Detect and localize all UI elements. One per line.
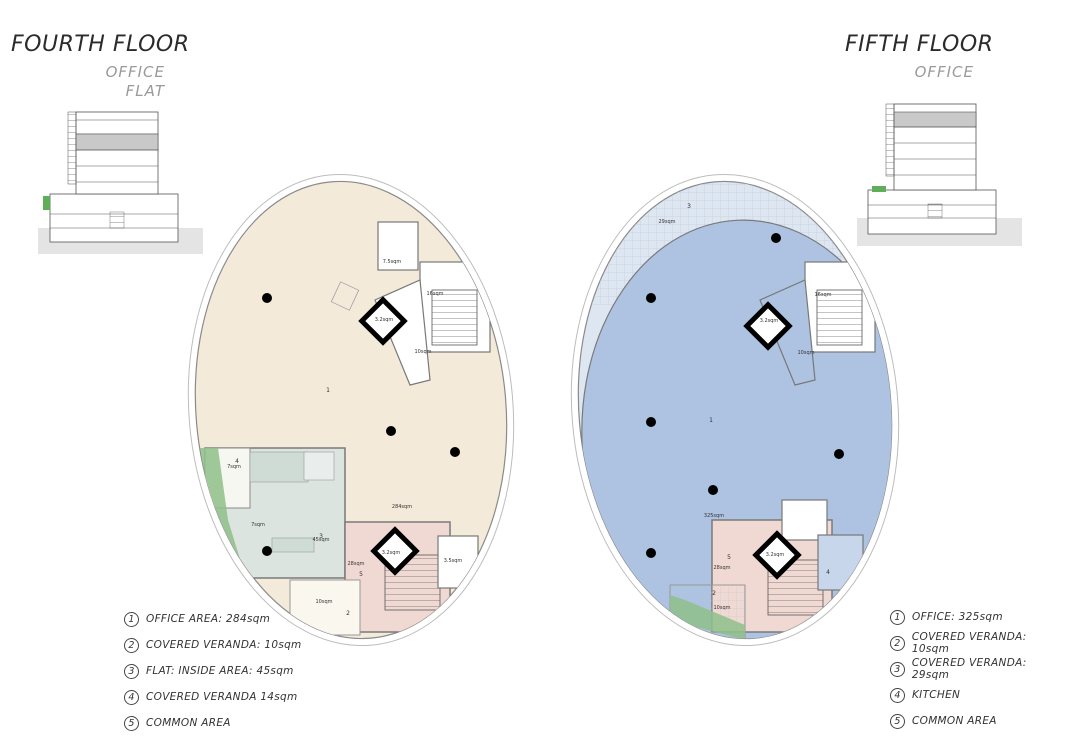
svg-text:7.5sqm: 7.5sqm [383,259,402,265]
svg-text:4: 4 [826,569,830,576]
legend-item: 2 COVERED VERANDA: 10sqm [890,630,1066,656]
svg-text:3.2sqm: 3.2sqm [375,317,394,323]
legend-number: 1 [890,609,905,625]
legend-number: 1 [124,611,139,627]
svg-text:3: 3 [319,533,323,540]
legend-item: 2 COVERED VERANDA: 10sqm [124,632,302,658]
svg-text:10sqm: 10sqm [713,605,730,611]
legend-number: 2 [890,635,905,651]
legend-number: 5 [890,713,905,729]
svg-text:284sqm: 284sqm [392,504,412,510]
legend-number: 3 [124,663,139,679]
svg-text:7sqm: 7sqm [227,464,241,470]
fourth-floor-legend: 1 OFFICE AREA: 284sqm 2 COVERED VERANDA: 1… [124,606,302,736]
legend-text: COMMON AREA [912,715,997,727]
svg-text:10sqm: 10sqm [797,350,814,356]
svg-text:2: 2 [712,590,716,597]
svg-text:7sqm: 7sqm [251,522,265,528]
svg-text:3.2sqm: 3.2sqm [382,550,401,556]
svg-text:1: 1 [709,417,713,424]
fifth-floor-subtitle-office: OFFICE [914,63,974,81]
legend-text: OFFICE AREA: 284sqm [146,613,271,625]
legend-number: 4 [124,689,139,705]
legend-text: FLAT: INSIDE AREA: 45sqm [146,665,294,677]
svg-text:29sqm: 29sqm [658,219,675,225]
fourth-floor-plan: 7.5sqm 3.2sqm 16sqm 10sqm 1 284sqm 7sqm … [187,173,515,647]
legend-text: COVERED VERANDA: 10sqm [146,639,302,651]
legend-number: 4 [890,687,905,703]
svg-text:4: 4 [235,458,239,465]
svg-text:45sqm: 45sqm [312,537,329,543]
svg-text:2: 2 [346,610,350,617]
svg-text:325sqm: 325sqm [704,513,724,519]
fifth-floor-title: FIFTH FLOOR [845,32,994,57]
fourth-floor-subtitle-office: OFFICE [105,63,165,81]
legend-item: 4 COVERED VERANDA 14sqm [124,684,302,710]
svg-text:5: 5 [727,554,731,561]
fourth-floor-subtitle-flat: FLAT [125,82,165,100]
fifth-floor-section-thumbnail [857,103,1022,246]
svg-text:5: 5 [359,571,363,578]
legend-number: 2 [124,637,139,653]
legend-item: 4 KITCHEN [890,682,1066,708]
legend-item: 3 FLAT: INSIDE AREA: 45sqm [124,658,302,684]
legend-item: 1 OFFICE AREA: 284sqm [124,606,302,632]
svg-text:10sqm: 10sqm [414,349,431,355]
fourth-floor-title: FOURTH FLOOR [11,32,190,57]
svg-text:3.2sqm: 3.2sqm [760,318,779,324]
legend-text: KITCHEN [912,689,961,701]
svg-text:16sqm: 16sqm [814,292,831,298]
legend-item: 1 OFFICE: 325sqm [890,604,1066,630]
svg-text:3.5sqm: 3.5sqm [444,558,463,564]
legend-text: OFFICE: 325sqm [912,611,1003,623]
svg-text:3: 3 [687,203,691,210]
legend-item: 3 COVERED VERANDA: 29sqm [890,656,1066,682]
legend-text: COVERED VERANDA: 29sqm [911,657,1027,681]
legend-item: 5 COMMON AREA [890,708,1066,734]
svg-text:1: 1 [326,387,330,394]
legend-text: COVERED VERANDA: 10sqm [911,631,1027,655]
svg-text:3.2sqm: 3.2sqm [766,552,785,558]
legend-text: COMMON AREA [146,717,231,729]
svg-text:16sqm: 16sqm [426,291,443,297]
legend-item: 5 COMMON AREA [124,710,302,736]
fourth-floor-section-thumbnail [38,111,203,254]
svg-text:28sqm: 28sqm [713,565,730,571]
legend-number: 5 [124,715,139,731]
legend-text: COVERED VERANDA 14sqm [146,691,298,703]
legend-number: 3 [890,661,905,677]
svg-text:10sqm: 10sqm [315,599,332,605]
svg-text:28sqm: 28sqm [347,561,364,567]
